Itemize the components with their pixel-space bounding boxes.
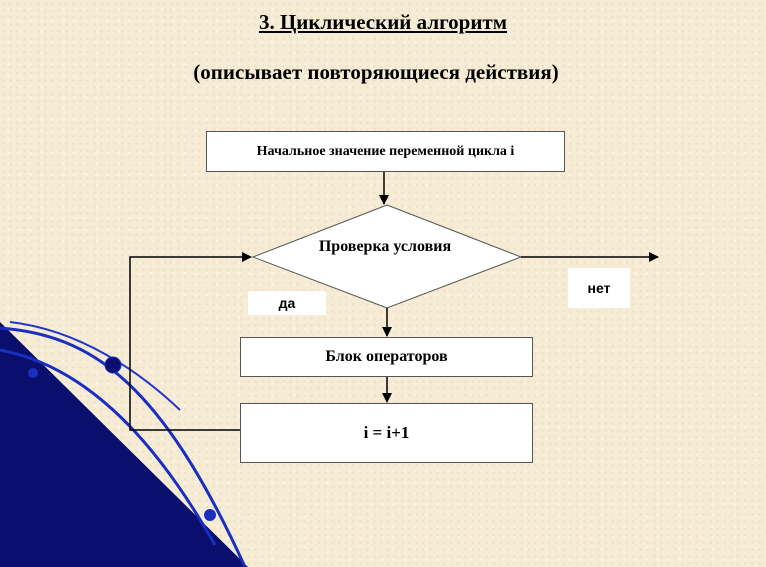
- init-block: Начальное значение переменной цикла i: [206, 131, 565, 172]
- yes-label: да: [248, 291, 326, 315]
- page-subtitle: (описывает повторяющиеся действия): [0, 60, 752, 85]
- increment-block: i = i+1: [240, 403, 533, 463]
- condition-label: Проверка условия: [310, 236, 460, 257]
- arrow-loop-back: [130, 257, 251, 430]
- operators-block: Блок операторов: [240, 337, 533, 377]
- no-label: нет: [568, 268, 630, 308]
- page-title: 3. Циклический алгоритм: [0, 10, 766, 35]
